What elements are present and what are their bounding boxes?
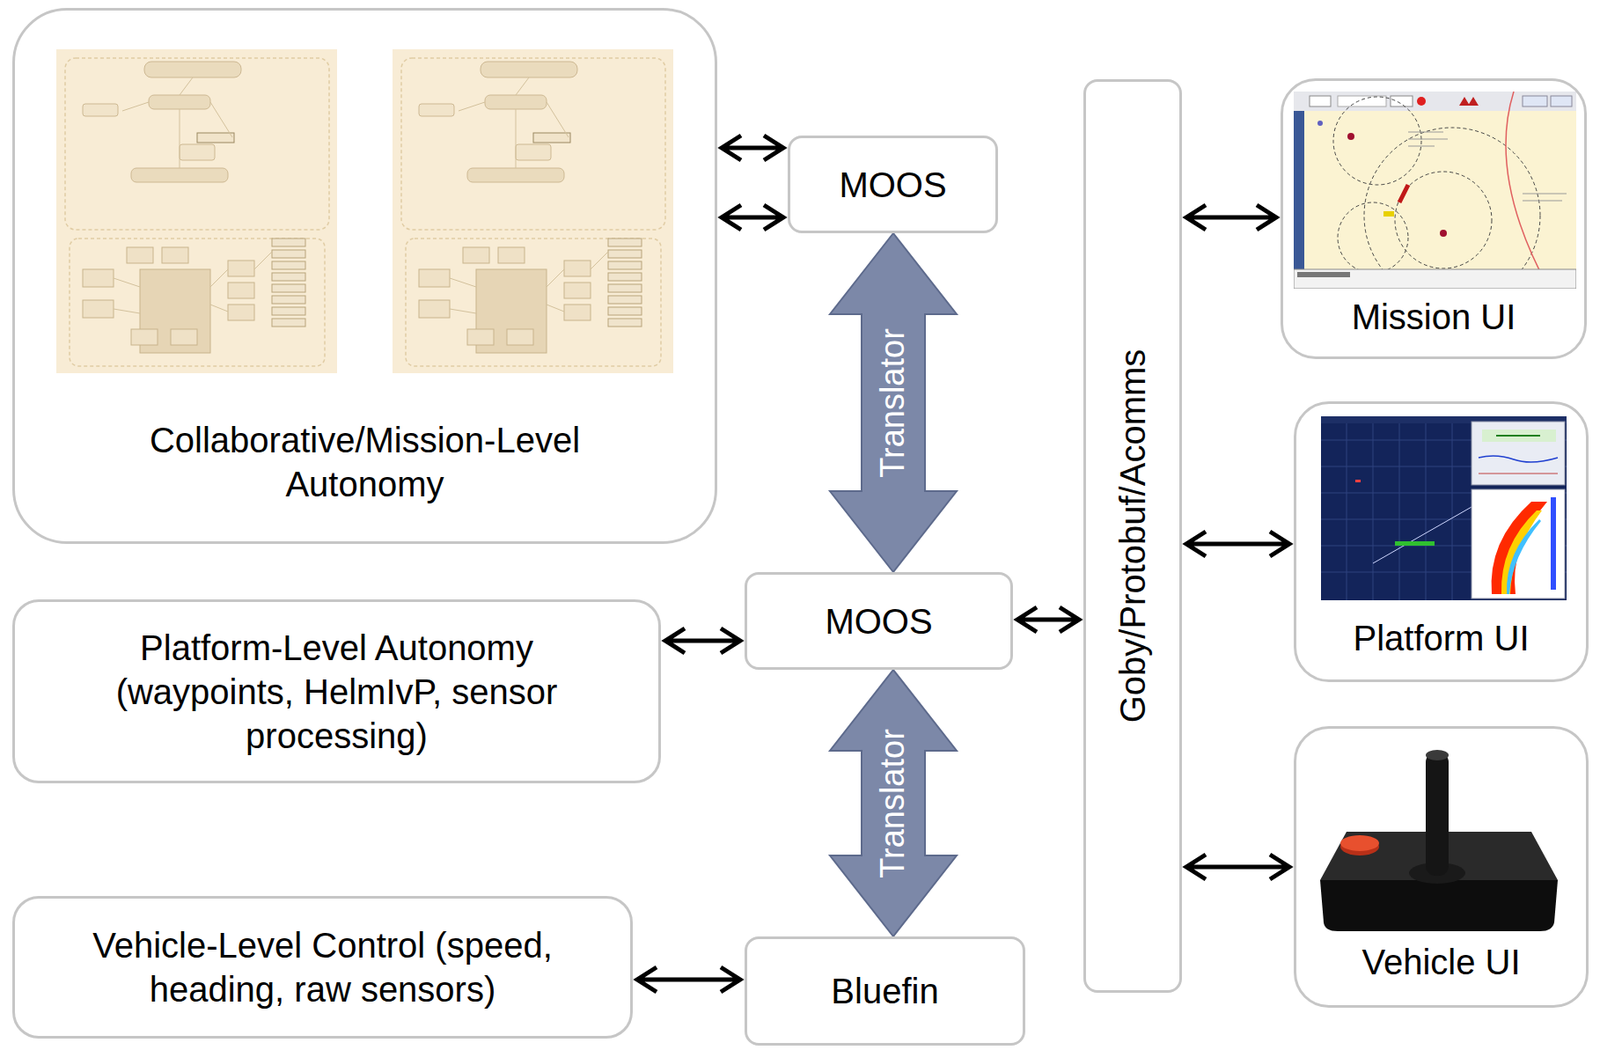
edge-label: Translator <box>874 328 912 478</box>
edge-label: Translator <box>874 728 912 879</box>
connector-line <box>721 205 784 230</box>
connector <box>1017 607 1079 632</box>
ui-box: Vehicle UI <box>1293 726 1589 1008</box>
mission-ui-screenshot <box>1293 91 1577 289</box>
autonomy-box: Platform-Level Autonomy (waypoints, Helm… <box>12 599 661 784</box>
control-box: Vehicle-Level Control (speed, heading, r… <box>12 895 633 1039</box>
state-machine-screenshot <box>392 49 674 374</box>
translator-connector <box>829 669 957 937</box>
autonomy-group-box: Collaborative/Mission-Level Autonomy <box>12 7 718 544</box>
node-text: Platform UI <box>1352 616 1529 661</box>
node-text: Vehicle UI <box>1361 939 1520 984</box>
connector <box>721 205 784 230</box>
connector <box>637 967 741 992</box>
connector <box>665 628 741 654</box>
node-text: Collaborative/Mission-Level Autonomy <box>101 418 630 507</box>
connector-line <box>1017 607 1079 632</box>
node-text: Vehicle-Level Control (speed, heading, r… <box>63 923 583 1012</box>
node-text: MOOS <box>838 162 947 207</box>
ui-box: Mission UI <box>1280 78 1587 360</box>
translator-arrow <box>829 233 957 573</box>
connector-line <box>1186 854 1290 880</box>
joystick-icon <box>1320 749 1558 932</box>
connector-line <box>637 967 741 992</box>
connector-line <box>665 628 741 654</box>
middleware-box: MOOS <box>787 135 999 234</box>
translator-connector <box>829 233 957 573</box>
translator-arrow <box>829 669 957 937</box>
connector <box>1186 531 1290 557</box>
node-text: Goby/Protobuf/Acomms <box>1110 349 1155 724</box>
platform-ui-screenshot <box>1321 416 1567 601</box>
comms-bar: Goby/Protobuf/Acomms <box>1083 79 1182 993</box>
node-text: Platform-Level Autonomy (waypoints, Helm… <box>73 625 602 758</box>
connector-line <box>1186 205 1277 230</box>
ui-box: Platform UI <box>1293 401 1589 683</box>
state-machine-screenshot <box>56 49 338 374</box>
node-text: Mission UI <box>1351 294 1517 339</box>
connector-line <box>721 135 784 161</box>
connector <box>1186 854 1290 880</box>
vehicle-box: Bluefin <box>744 936 1026 1046</box>
node-text: MOOS <box>824 599 933 644</box>
connector <box>721 135 784 161</box>
connector-line <box>1186 531 1290 557</box>
middleware-box: MOOS <box>744 572 1013 670</box>
connector <box>1186 205 1277 230</box>
node-text: Bluefin <box>830 968 939 1013</box>
